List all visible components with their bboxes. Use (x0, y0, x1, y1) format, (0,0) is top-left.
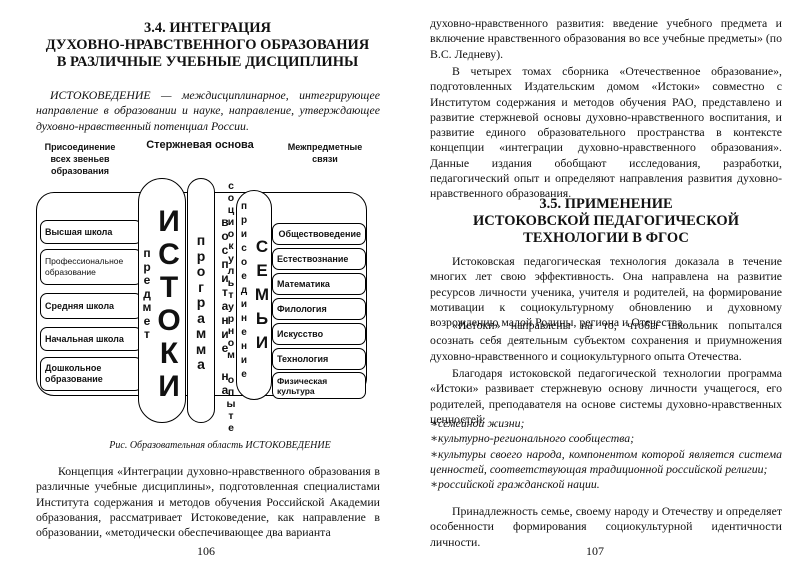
left-page: 3.4. ИНТЕГРАЦИЯ ДУХОВНО-НРАВСТВЕННОГО ОБ… (0, 20, 400, 558)
diagram-item-primary-school: Начальная школа (40, 327, 142, 351)
diagram-item-mathematics: Математика (272, 273, 366, 295)
section-heading-3-4: 3.4. ИНТЕГРАЦИЯ ДУХОВНО-НРАВСТВЕННОГО ОБ… (30, 20, 385, 71)
diagram-item-higher-school: Высшая школа (40, 220, 142, 244)
diagram-item-social-studies: Обществоведение (272, 223, 366, 245)
diagram-item-technology: Технология (272, 348, 366, 370)
body-paragraph: Концепция «Интеграции духовно-нравственн… (36, 464, 380, 540)
paragraph-technology: Истоковская педагогическая технология до… (430, 254, 782, 330)
diagram-bar-semi (236, 190, 272, 400)
heading-line: ДУХОВНО-НРАВСТВЕННОГО ОБРАЗОВАНИЯ (45, 37, 370, 53)
page-number-left: 106 (197, 544, 215, 558)
list-item: семейной жизни; (430, 416, 782, 431)
paragraph-identity: Принадлежность семье, своему народу и От… (430, 504, 782, 549)
diagram-item-philology: Филология (272, 298, 366, 320)
heading-line: ТЕХНОЛОГИИ В ФГОС (523, 230, 689, 246)
diagram-center-header: Стержневая основа (146, 139, 254, 151)
heading-line: ИСТОКОВСКОЙ ПЕДАГОГИЧЕСКОЙ (473, 213, 739, 229)
diagram-item-secondary-school: Средняя школа (40, 293, 142, 319)
diagram-right-header: Межпредметные связи (287, 142, 363, 164)
section-heading-3-5: 3.5. ПРИМЕНЕНИЕ ИСТОКОВСКОЙ ПЕДАГОГИЧЕСК… (430, 196, 782, 247)
list-item: российской гражданской нации. (430, 477, 782, 492)
figure-caption: Рис. Образовательная область ИСТОКОВЕДЕН… (109, 440, 331, 451)
paragraph-collection: В четырех томах сборника «Отечественное … (430, 64, 782, 201)
diagram-bar-istoki (138, 178, 186, 423)
diagram-item-professional-education: Профессиональное образование (40, 249, 142, 285)
diagram-item-preschool: Дошкольное образование (40, 357, 142, 391)
diagram-item-physical-culture: Физическая культура (272, 372, 366, 399)
diagram-bar-programma (187, 178, 215, 423)
paragraph-istoki-goal: «Истоки» направлены на то, чтобы школьни… (430, 318, 782, 363)
page-number-right: 107 (586, 544, 604, 558)
list-item: культурно-регионального сообщества; (430, 431, 782, 446)
list-item: культуры своего народа, компонентом кото… (430, 447, 782, 478)
heading-line: 3.5. ПРИМЕНЕНИЕ (539, 196, 673, 212)
right-page: духовно-нравственного развития: введение… (400, 0, 800, 566)
definition-paragraph: ИСТОКОВЕДЕНИЕ — междисциплинарное, интег… (36, 88, 380, 133)
heading-line: В РАЗЛИЧНЫЕ УЧЕБНЫЕ ДИСЦИПЛИНЫ (56, 54, 359, 70)
paragraph-continuation: духовно-нравственного развития: введение… (430, 16, 782, 61)
heading-line: 3.4. ИНТЕГРАЦИЯ (143, 20, 271, 36)
diagram-item-natural-science: Естествознание (272, 248, 366, 270)
diagram-item-art: Искусство (272, 323, 366, 345)
diagram-left-header: Присоединение всех звеньев образования (44, 142, 116, 176)
diagram: Присоединение всех звеньев образования С… (0, 135, 400, 440)
values-list: семейной жизни; культурно-регионального … (430, 416, 782, 492)
